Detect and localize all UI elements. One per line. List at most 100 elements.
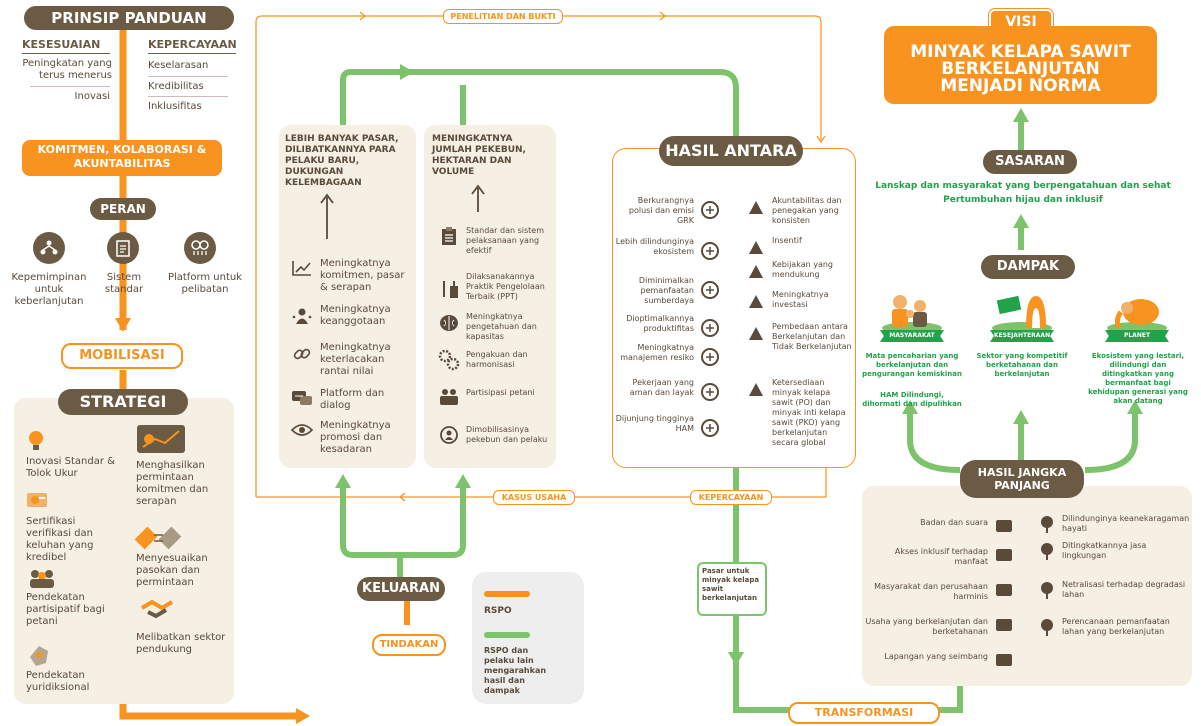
peran-item-3: Platform untuk pelibatan xyxy=(167,272,243,295)
strategi-panel xyxy=(14,398,234,704)
water-tap-icon xyxy=(700,280,720,300)
dove-icon xyxy=(700,418,720,438)
leadership-icon xyxy=(33,232,65,264)
trend-chart-icon xyxy=(290,258,314,278)
jangka-left-item: Badan dan suara xyxy=(920,518,988,527)
hasil-right-item: Ketersediaan minyak kelapa sawit (PO) da… xyxy=(772,378,846,447)
ribbon-masyarakat-label: MASYARAKAT xyxy=(889,332,935,339)
box1-item-2: Meningkatnya keanggotaan xyxy=(320,304,391,327)
farmer-participation-icon xyxy=(437,386,461,408)
eye-icon xyxy=(290,420,314,440)
kesesuaian-item-2: Inovasi xyxy=(74,91,110,102)
transformasi-pill: TRANSFORMASI xyxy=(788,702,940,724)
komitmen-box: KOMITMEN, KOLABORASI & AKUNTABILITAS xyxy=(22,140,222,176)
mobilised-icon xyxy=(437,423,461,447)
hasil-left-item: Pekerjaan yang aman dan layak xyxy=(629,378,694,397)
box2-panel xyxy=(424,125,556,468)
land-icon xyxy=(1036,580,1058,600)
clipboard-icon xyxy=(437,225,461,247)
hasil-right-item: Kebijakan yang mendukung xyxy=(772,260,833,279)
box1-item-5: Meningkatnya promosi dan kesadaran xyxy=(320,420,391,455)
tools-icon xyxy=(437,278,461,300)
kepercayaan-heading: KEPERCAYAAN xyxy=(148,38,237,51)
hasil-antara-pill: HASIL ANTARA xyxy=(659,136,803,166)
pasar-text: Pasar untuk minyak kelapa sawit berkelan… xyxy=(702,567,760,602)
pasar-box: Pasar untuk minyak kelapa sawit berkelan… xyxy=(697,562,767,616)
hasil-right-item: Akuntabilitas dan penegakan yang konsist… xyxy=(772,196,842,225)
legend-swatch-rspo-lain xyxy=(484,632,530,638)
box2-item-3: Meningkatnya pengetahuan dan kapasitas xyxy=(466,312,537,341)
ham-text: HAM Dilindungi, dihormati dan dipulihkan xyxy=(862,391,962,408)
box1-panel xyxy=(279,125,416,468)
up-arrow-icon xyxy=(471,184,485,218)
accountability-icon xyxy=(746,198,766,218)
strategi-right-item-3: Melibatkan sektor pendukung xyxy=(136,632,226,655)
hasil-right-item: Meningkatnya investasi xyxy=(772,290,829,309)
box2-item-5: Partisipasi petani xyxy=(466,388,535,397)
dampak-text-kesejahteraan: Sektor yang kompetitif berketahanan dan … xyxy=(976,352,1068,378)
dampak-text-planet: Ekosistem yang lestari, dilindungi dan d… xyxy=(1088,352,1188,405)
community-family-icon xyxy=(880,292,944,334)
people-harmony-icon xyxy=(993,580,1015,600)
members-icon xyxy=(290,306,314,326)
certificate-icon xyxy=(27,491,51,511)
jangka-panjang-panel xyxy=(862,486,1192,686)
jangka-left-item: Usaha yang berkelanjutan dan berketahana… xyxy=(865,617,988,636)
legend-label-rspo: RSPO xyxy=(484,606,512,616)
hasil-left-item: Dijunjung tingginya HAM xyxy=(615,414,694,433)
box2-item-6: Dimobilisasinya pekebun dan pelaku xyxy=(466,425,548,444)
visi-box: MINYAK KELAPA SAWIT BERKELANJUTAN MENJAD… xyxy=(884,26,1157,104)
brain-icon xyxy=(437,312,461,334)
hasil-left-item: Meningkatnya manajemen resiko xyxy=(620,343,694,362)
dampak-text-masyarakat: Mata pencaharian yang berkelanjutan dan … xyxy=(862,352,962,378)
shield-check-icon xyxy=(746,262,766,282)
megaphone-icon xyxy=(993,516,1015,536)
peran-item-2: Sistem standar xyxy=(104,272,144,295)
sasaran-pill: SASARAN xyxy=(983,150,1077,174)
strategi-left-item-4: Pendekatan yuridiksional xyxy=(26,670,90,693)
mobilisasi-pill: MOBILISASI xyxy=(61,343,183,369)
kepercayaan-item-3: Inklusifitas xyxy=(148,101,202,112)
kesesuaian-heading: KESESUAIAN xyxy=(22,38,101,51)
balance-icon xyxy=(993,650,1015,670)
up-arrow-icon xyxy=(320,193,334,245)
strategi-left-item-3: Pendekatan partisipatif bagi petani xyxy=(26,592,105,627)
jangka-panjang-title: HASIL JANGKA PANJANG xyxy=(977,466,1067,492)
peran-pill: PERAN xyxy=(90,198,156,220)
chat-bubble-icon xyxy=(290,388,314,408)
box1-item-3: Meningkatnya keterlacakan rantai nilai xyxy=(320,342,391,377)
jangka-right-item: Dilindunginya keanekaragaman hayati xyxy=(1062,514,1190,533)
hasil-left-item: Diminimalkan pemanfaatan sumberdaya xyxy=(638,276,694,305)
kesesuaian-item-1: Peningkatan yang terus menerus xyxy=(22,58,112,81)
visi-text: MINYAK KELAPA SAWIT BERKELANJUTAN MENJAD… xyxy=(910,42,1131,96)
risk-gear-icon xyxy=(700,347,720,367)
box1-title: LEBIH BANYAK PASAR, DILIBATKANNYA PARA P… xyxy=(285,134,399,188)
supply-demand-icon xyxy=(134,526,182,550)
sasaran-text-2: Pertumbuhan hijau dan inklusif xyxy=(943,195,1103,205)
map-pin-icon xyxy=(1036,617,1058,637)
prosperity-icon xyxy=(990,292,1054,334)
hasil-antara-panel xyxy=(612,148,856,468)
strategi-pill: STRATEGI xyxy=(58,389,188,415)
lightbulb-icon xyxy=(27,430,45,452)
hasil-left-item: Dioptimalkannya produktifitas xyxy=(626,314,694,333)
jangka-left-item: Lapangan yang seimbang xyxy=(884,652,988,661)
jurisdiction-map-icon xyxy=(28,645,50,667)
ribbon-planet-label: PLANET xyxy=(1123,332,1151,339)
sasaran-text-1: Lanskap dan masyarakat yang berpengatahu… xyxy=(875,181,1171,191)
chain-link-icon xyxy=(290,344,314,364)
prinsip-panduan-header: PRINSIP PANDUAN xyxy=(24,6,234,30)
dampak-pill: DAMPAK xyxy=(981,255,1075,279)
strategi-right-item-2: Menyesuaikan pasokan dan permintaan xyxy=(136,553,208,588)
hasil-right-item: Pembedaan antara Berkelanjutan dan Tidak… xyxy=(772,322,852,351)
gears-icon xyxy=(437,348,461,372)
platform-icon xyxy=(184,232,216,264)
ribbon-planet: PLANET xyxy=(1105,330,1169,342)
stopwatch-icon xyxy=(700,318,720,338)
tree-icon xyxy=(1036,541,1058,561)
kepercayaan-tag: KEPERCAYAAN xyxy=(690,490,772,505)
ribbon-kesejahteraan-label: KESEJAHTERAAN xyxy=(993,332,1051,339)
box2-item-1: Standar dan sistem pelaksanaan yang efek… xyxy=(466,226,545,255)
standard-system-icon xyxy=(107,232,139,264)
globe-hand-icon xyxy=(700,241,720,261)
